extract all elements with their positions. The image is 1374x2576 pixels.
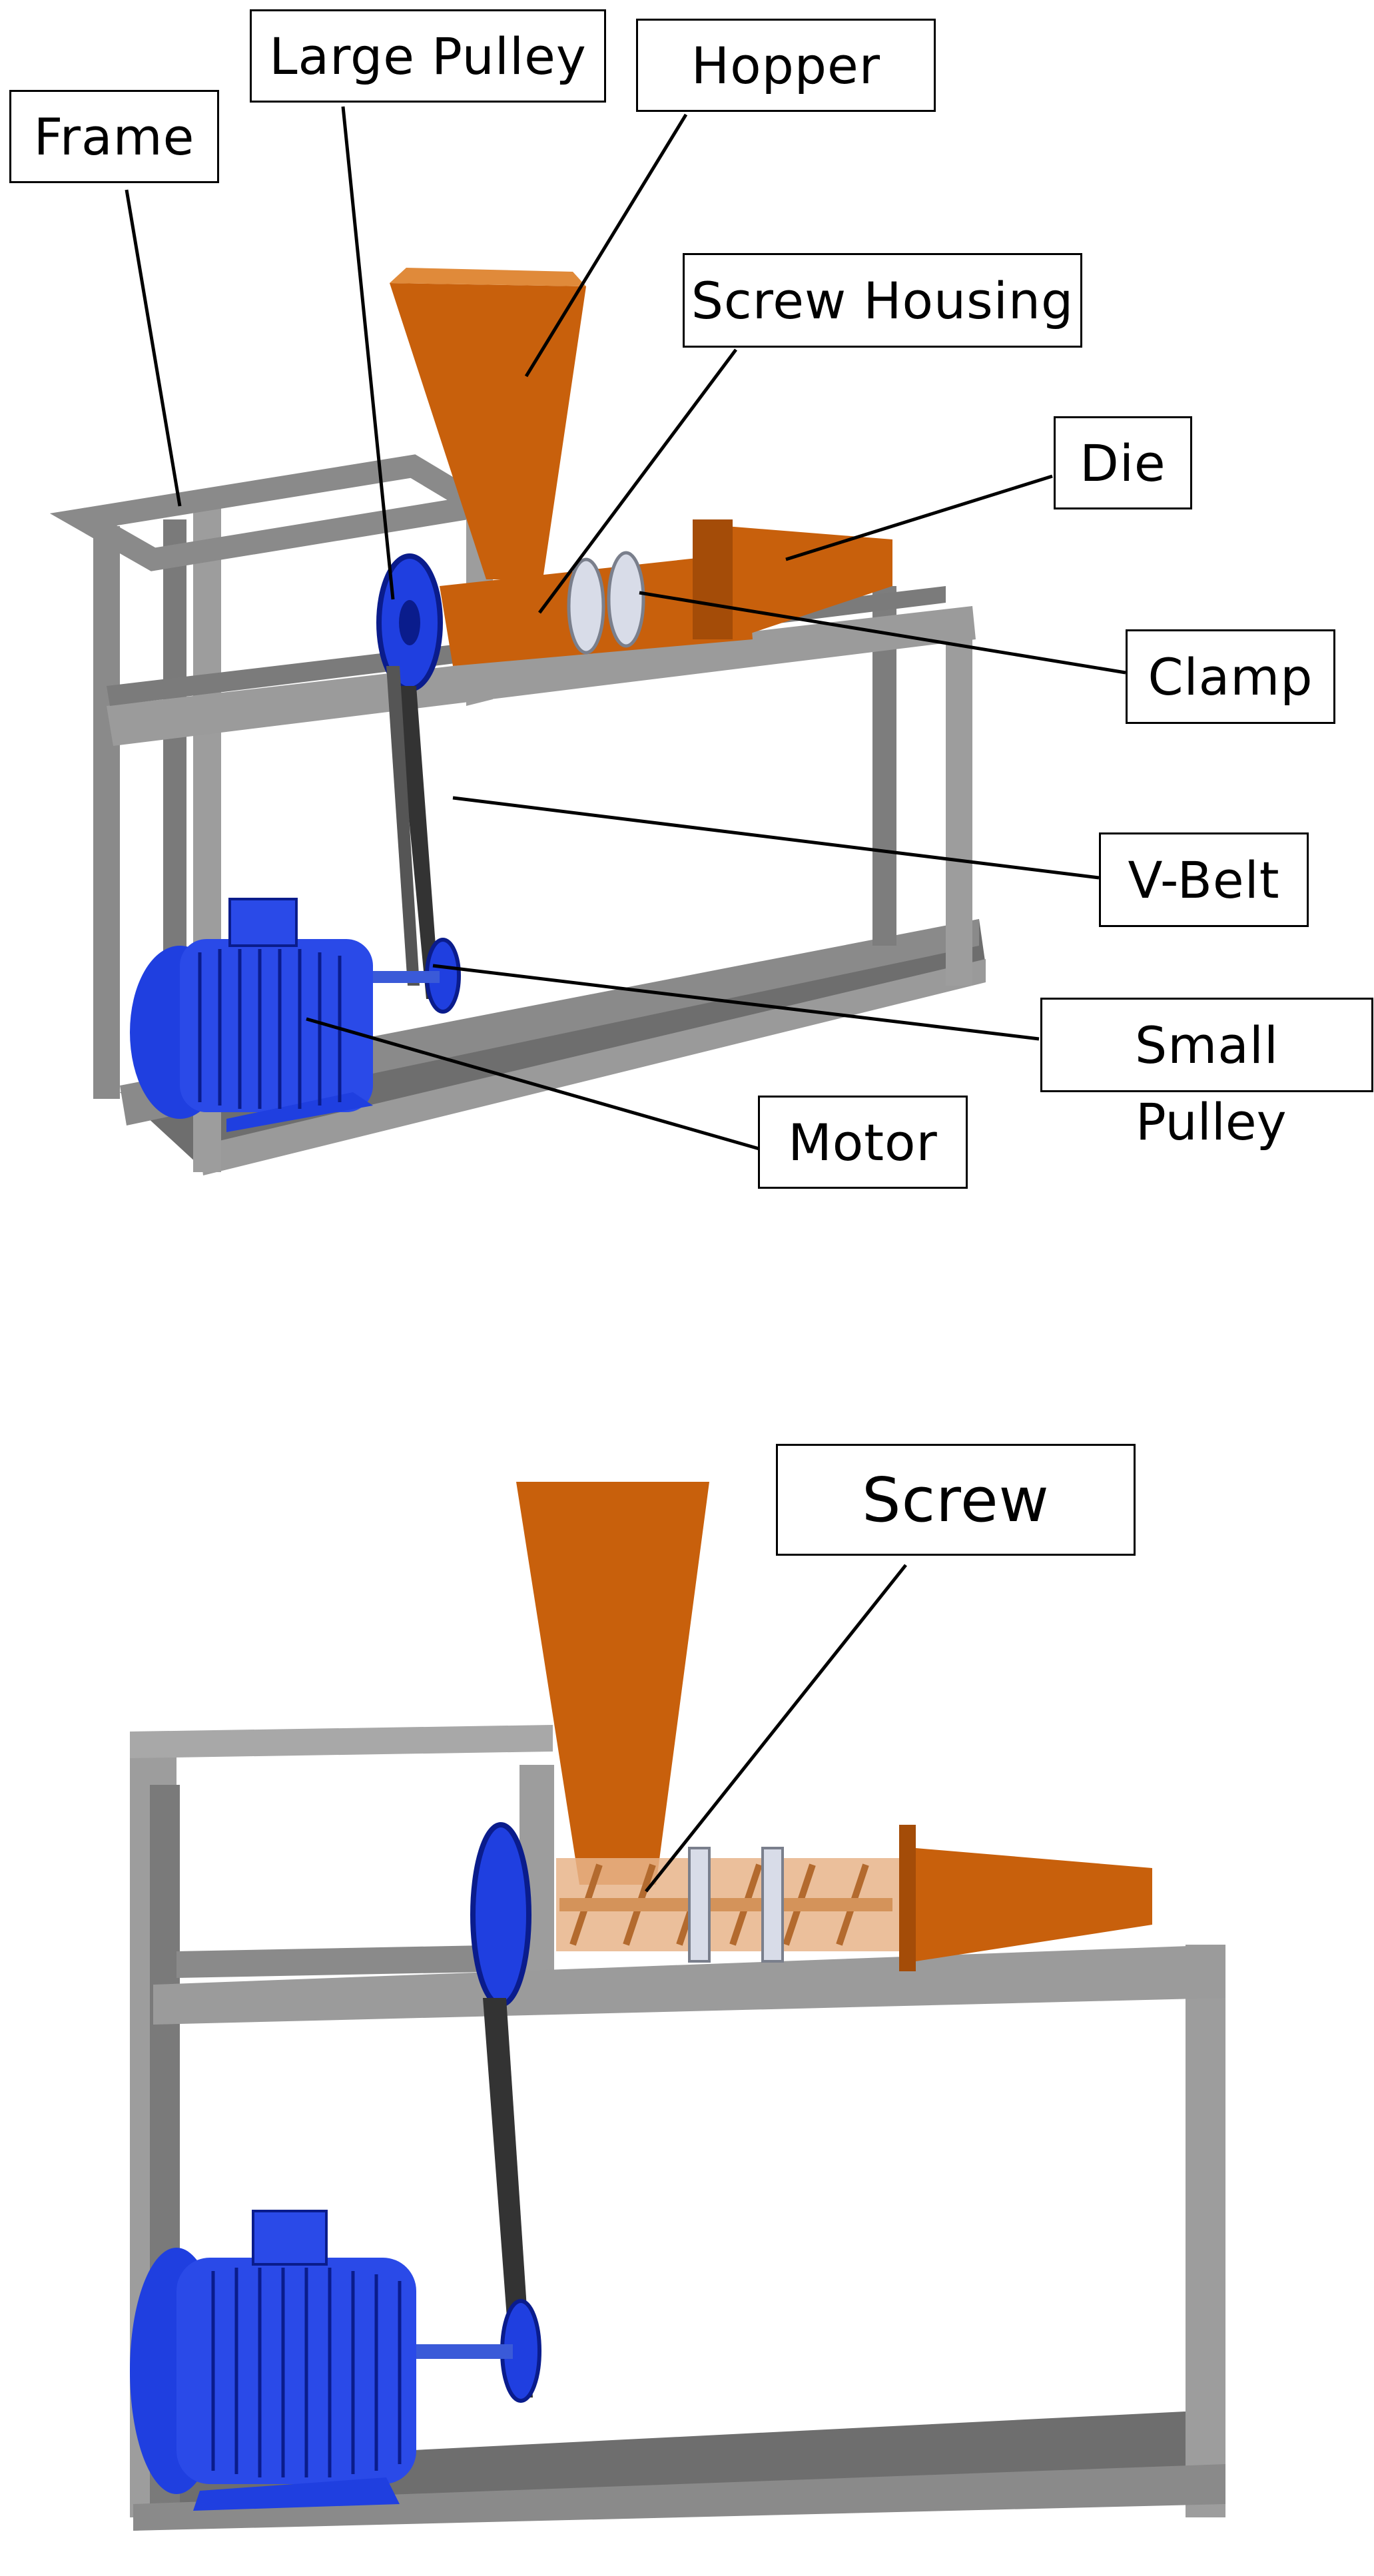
frame-main-rail-2 xyxy=(153,1945,1225,2025)
frame-bottom-rail-edge xyxy=(200,959,986,1175)
hopper-rim xyxy=(390,268,586,286)
motor-body xyxy=(180,939,373,1112)
motor-shaft-2 xyxy=(413,2344,513,2359)
top-machine-view xyxy=(49,268,986,1175)
large-pulley-hub xyxy=(399,600,420,645)
label-small-pulley-box: Small xyxy=(1040,998,1373,1092)
v-belt-2 xyxy=(483,1998,533,2398)
top-leader-lines xyxy=(125,106,1126,1151)
die-flange xyxy=(693,519,733,639)
v-belt xyxy=(396,686,440,999)
label-motor: Motor xyxy=(758,1096,968,1189)
label-frame: Frame xyxy=(9,90,219,183)
die-cone-2 xyxy=(916,1848,1152,1961)
label-v-belt: V-Belt xyxy=(1099,832,1309,927)
clamp-2b xyxy=(761,1847,784,1963)
motor-terminal-box xyxy=(228,898,298,947)
motor-terminal-box-2 xyxy=(252,2210,328,2266)
die-flange-2 xyxy=(899,1825,916,1971)
leader-hopper xyxy=(524,113,688,378)
frame-post-right-front xyxy=(946,613,972,986)
motor-base xyxy=(226,1092,373,1132)
label-hopper: Hopper xyxy=(636,19,936,112)
large-pulley-2 xyxy=(470,1822,531,2007)
label-clamp: Clamp xyxy=(1126,629,1335,724)
frame-top-box-inner-2 xyxy=(176,1945,519,1978)
die-cone xyxy=(726,526,892,639)
leader-frame xyxy=(125,189,182,507)
clamp-2 xyxy=(607,551,645,648)
frame-bottom-rail-2 xyxy=(133,2464,1225,2531)
label-large-pulley: Large Pulley xyxy=(250,9,606,103)
leader-v-belt xyxy=(452,796,1100,880)
leader-screw xyxy=(645,1564,907,1893)
leader-die xyxy=(785,474,1053,561)
frame-post-right-2 xyxy=(1186,1945,1225,2517)
leader-small-pulley xyxy=(432,964,1040,1041)
frame-post-back-left xyxy=(93,526,120,1099)
clamp-2a xyxy=(688,1847,711,1963)
hopper-2 xyxy=(516,1482,709,1885)
frame-top-box-2 xyxy=(130,1725,553,1758)
label-screw: Screw xyxy=(776,1444,1136,1556)
leader-clamp xyxy=(639,591,1126,675)
label-screw-housing: Screw Housing xyxy=(683,253,1082,348)
leader-screw-housing xyxy=(537,348,738,614)
motor-fins xyxy=(198,949,342,1109)
motor-fins-2 xyxy=(211,2268,402,2477)
motor-shaft xyxy=(373,971,440,983)
leader-motor xyxy=(306,1017,760,1151)
label-small-pulley-line2: Pulley xyxy=(1136,1092,1287,1151)
screw-shaft xyxy=(559,1898,892,1911)
v-belt-back xyxy=(386,666,420,986)
bottom-machine-view xyxy=(130,1482,1225,2531)
leader-large-pulley xyxy=(341,106,395,600)
clamp-1 xyxy=(567,557,605,655)
motor-base-2 xyxy=(193,2477,400,2511)
frame-top-box-back xyxy=(49,454,512,571)
label-die: Die xyxy=(1054,416,1192,509)
frame-main-rail-front xyxy=(107,606,976,746)
